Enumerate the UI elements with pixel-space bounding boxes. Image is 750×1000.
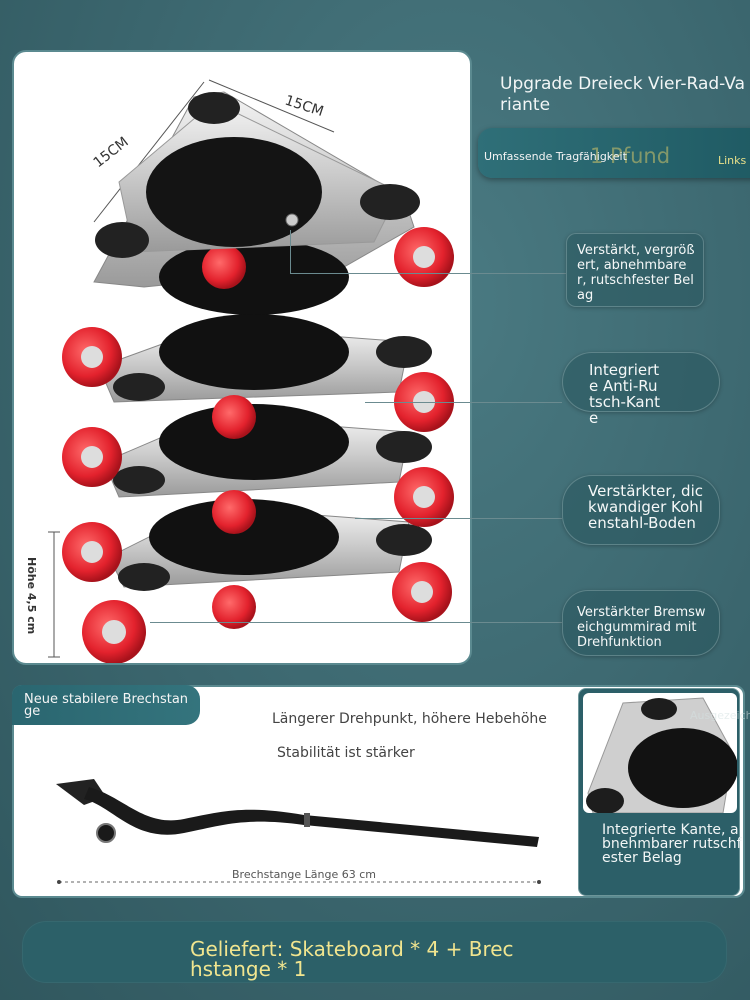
- delivered-text: Geliefert: Skateboard * 4 + Brechstange …: [190, 937, 514, 981]
- feature-text: Verstärkter Bremsweichgummirad mit Drehf…: [577, 605, 706, 650]
- crowbar-illustration: [56, 779, 541, 884]
- crowbar-feature-line-1: Längerer Drehpunkt, höhere Hebehöhe: [272, 711, 547, 727]
- variant-title: Upgrade Dreieck Vier-Rad-Variante: [500, 74, 746, 115]
- leader-line-2: [365, 402, 562, 403]
- dimension-left-label: 15CM: [91, 134, 132, 171]
- crowbar-tag: Neue stabilere Brechstange: [12, 685, 200, 725]
- feature-callout-pad: Verstärkt, vergrößert, abnehmbarer, ruts…: [566, 233, 704, 307]
- height-label: Höhe 4,5 cm: [25, 557, 38, 634]
- stacked-dollies-illustration: 15CM 15CM Höhe 4,5 cm: [25, 79, 454, 663]
- detail-closeup-image: [583, 693, 737, 813]
- crowbar-length-label: Brechstange Länge 63 cm: [232, 868, 376, 881]
- dolly-layer-4: [82, 499, 452, 663]
- leader-line-3: [355, 518, 562, 519]
- crowbar-tag-label: Neue stabilere Brechstange: [24, 692, 189, 719]
- detail-text: Integrierte Kante, abnehmbarer rutschfes…: [602, 822, 742, 866]
- dolly-layer-2: [62, 314, 454, 487]
- feature-callout-edge: Integrierte Anti-Rutsch-Kante: [562, 352, 720, 426]
- capacity-banner: 1 Pfund Umfassende Tragfähigkeit Links u…: [478, 128, 750, 178]
- delivered-banner: Geliefert: Skateboard * 4 + Brechstange …: [22, 921, 727, 983]
- dolly-layer-3: [62, 404, 454, 582]
- capacity-value: 1 Pfund: [590, 144, 671, 168]
- detail-card: [578, 688, 740, 896]
- leader-line-1-vertical: [290, 230, 291, 273]
- leader-line-4: [150, 622, 562, 623]
- leader-line-1: [290, 273, 566, 274]
- capacity-label: Umfassende Tragfähigkeit: [484, 150, 627, 163]
- dolly-layer-1: [62, 91, 454, 387]
- crowbar-feature-line-2: Stabilität ist stärker: [277, 745, 415, 761]
- feature-text: Integrierte Anti-Rutsch-Kante: [589, 361, 661, 427]
- capacity-side-note: Links und r: [718, 154, 750, 167]
- feature-text: Verstärkt, vergrößert, abnehmbarer, ruts…: [577, 243, 695, 303]
- product-image-panel: 15CM 15CM Höhe 4,5 cm: [12, 50, 472, 665]
- feature-callout-wheel: Verstärkter Bremsweichgummirad mit Drehf…: [562, 590, 720, 656]
- feature-text: Verstärkter, dickwandiger Kohlenstahl-Bo…: [588, 482, 703, 532]
- feature-callout-base: Verstärkter, dickwandiger Kohlenstahl-Bo…: [562, 475, 720, 545]
- detail-watermark: Ausgezeichn: [690, 709, 750, 722]
- dimension-top-label: 15CM: [283, 93, 326, 120]
